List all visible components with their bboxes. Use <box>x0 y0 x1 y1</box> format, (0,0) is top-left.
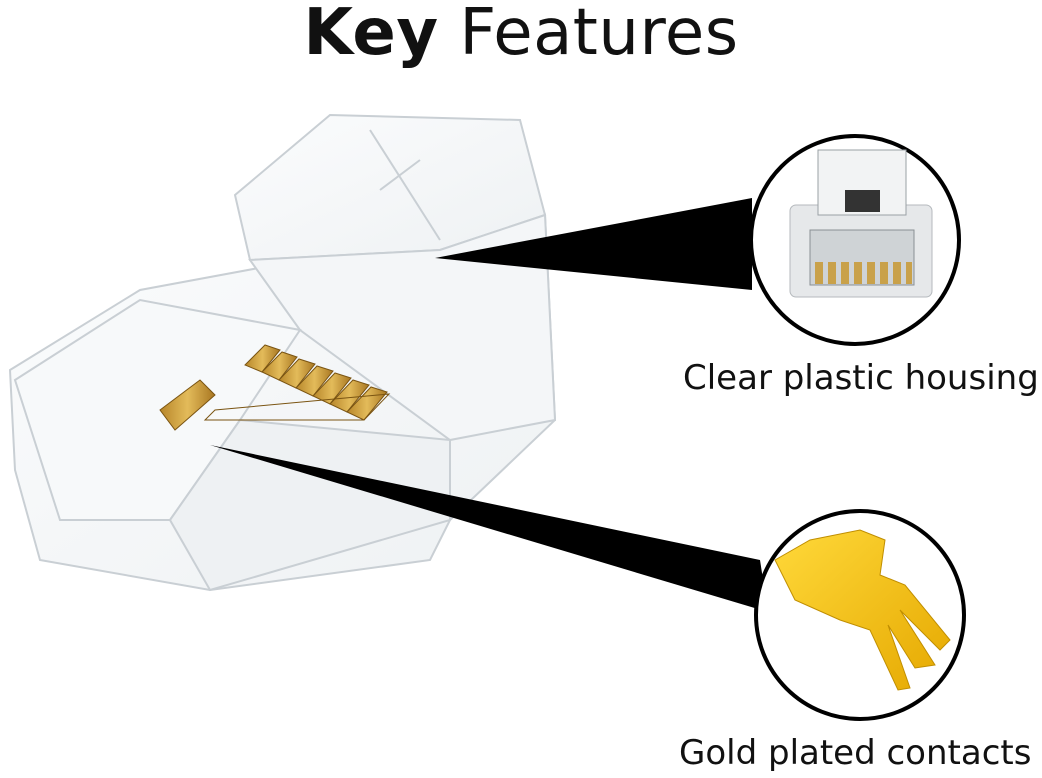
pointer-contacts <box>210 445 768 612</box>
title-bold: Key <box>303 0 439 70</box>
rj45-connector <box>8 113 557 592</box>
page-title: Key Features <box>0 0 1042 70</box>
gold-contacts <box>159 344 391 431</box>
feature-label-contacts: Gold plated contacts <box>679 733 1032 773</box>
title-rest: Features <box>459 0 739 70</box>
gold-contact-icon <box>754 509 966 721</box>
plug-housing-icon <box>749 134 961 346</box>
feature-label-housing: Clear plastic housing <box>683 358 1039 398</box>
pointer-housing <box>435 198 752 290</box>
